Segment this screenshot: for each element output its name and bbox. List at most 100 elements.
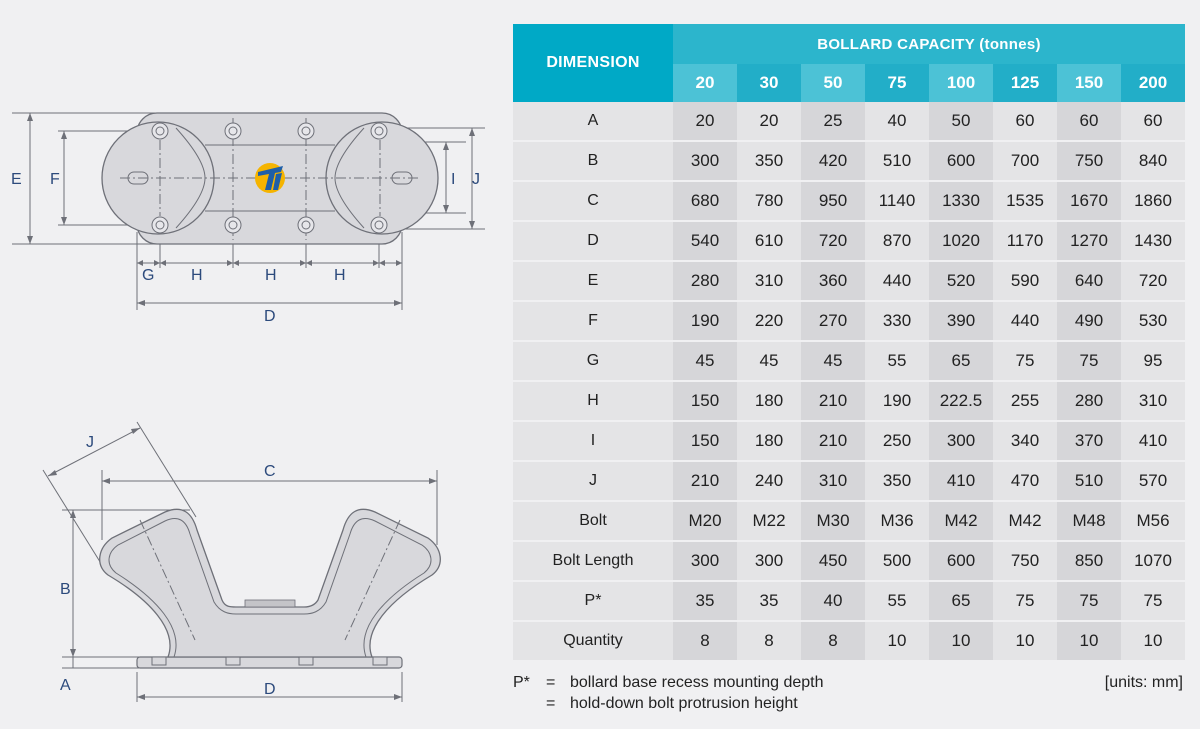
table-cell: 1020 <box>929 220 993 261</box>
note-key: P* <box>513 674 530 691</box>
company-logo-icon <box>255 163 285 193</box>
table-cell: M22 <box>737 500 801 541</box>
table-cell: 300 <box>673 540 737 581</box>
table-cell: M36 <box>865 500 929 541</box>
table-cell: 65 <box>929 580 993 621</box>
table-cell: 300 <box>737 540 801 581</box>
table-cell: 530 <box>1121 300 1185 341</box>
units-note: [units: mm] <box>1104 674 1183 691</box>
row-label: A <box>513 102 673 141</box>
table-cell: 640 <box>1057 260 1121 301</box>
table-cell: 60 <box>1057 102 1121 141</box>
table-cell: 75 <box>993 580 1057 621</box>
table-cell: 10 <box>993 620 1057 660</box>
table-cell: 600 <box>929 540 993 581</box>
table-cell: 210 <box>673 460 737 501</box>
table-cell: 410 <box>929 460 993 501</box>
table-cell: 1430 <box>1121 220 1185 261</box>
notes: P* = bollard base recess mounting depth … <box>513 674 1185 716</box>
table-cell: 950 <box>801 180 865 221</box>
table-cell: 35 <box>673 580 737 621</box>
table-cell: 440 <box>993 300 1057 341</box>
table-cell: 60 <box>993 102 1057 141</box>
row-label: F <box>513 300 673 341</box>
table-cell: 55 <box>865 340 929 381</box>
table-cell: 45 <box>801 340 865 381</box>
table-cell: M30 <box>801 500 865 541</box>
table-cell: 40 <box>865 102 929 141</box>
note-equals-2: = <box>546 695 556 712</box>
label-b: B <box>60 581 71 598</box>
table-cell: 10 <box>865 620 929 660</box>
table-cell: 250 <box>865 420 929 461</box>
table-cell: 1170 <box>993 220 1057 261</box>
table-cell: 210 <box>801 380 865 421</box>
table-cell: 1330 <box>929 180 993 221</box>
label-d-top: D <box>264 308 276 325</box>
table-cell: 75 <box>1121 580 1185 621</box>
row-label: Quantity <box>513 620 673 660</box>
label-f: F <box>50 171 60 188</box>
row-label: C <box>513 180 673 221</box>
table-cell: 35 <box>737 580 801 621</box>
table-cell: 50 <box>929 102 993 141</box>
capacity-col-header: 125 <box>993 64 1057 102</box>
row-label: B <box>513 140 673 181</box>
table-cell: M42 <box>993 500 1057 541</box>
technical-drawings: E F I J G H H H D <box>0 0 500 729</box>
table-cell: 40 <box>801 580 865 621</box>
capacity-header: BOLLARD CAPACITY (tonnes) <box>673 24 1185 64</box>
label-h-1: H <box>191 267 203 284</box>
table-cell: 340 <box>993 420 1057 461</box>
table-cell: 10 <box>1121 620 1185 660</box>
table-cell: 870 <box>865 220 929 261</box>
capacity-col-header: 50 <box>801 64 865 102</box>
table-cell: 450 <box>801 540 865 581</box>
table-cell: 470 <box>993 460 1057 501</box>
table-cell: 190 <box>673 300 737 341</box>
table-cell: 60 <box>1121 102 1185 141</box>
label-h-3: H <box>334 267 346 284</box>
table-cell: 420 <box>801 140 865 181</box>
table-cell: 75 <box>1057 340 1121 381</box>
table-cell: M20 <box>673 500 737 541</box>
table-cell: 240 <box>737 460 801 501</box>
table-cell: 780 <box>737 180 801 221</box>
table-cell: 180 <box>737 380 801 421</box>
label-c: C <box>264 463 276 480</box>
table-cell: 590 <box>993 260 1057 301</box>
table-cell: 310 <box>1121 380 1185 421</box>
table-cell: 150 <box>673 420 737 461</box>
table-cell: 8 <box>801 620 865 660</box>
note-text-1: bollard base recess mounting depth <box>570 674 824 691</box>
label-g: G <box>142 267 154 284</box>
bollard-side-view: C B A D J <box>42 421 441 702</box>
table-cell: 1860 <box>1121 180 1185 221</box>
capacity-col-header: 150 <box>1057 64 1121 102</box>
table-cell: 850 <box>1057 540 1121 581</box>
table-cell: 280 <box>673 260 737 301</box>
label-i: I <box>451 171 455 188</box>
table-cell: 720 <box>1121 260 1185 301</box>
note-line-1: P* = bollard base recess mounting depth … <box>513 674 1185 695</box>
capacity-col-header: 20 <box>673 64 737 102</box>
table-cell: 370 <box>1057 420 1121 461</box>
table-cell: 310 <box>801 460 865 501</box>
table-cell: 360 <box>801 260 865 301</box>
table-cell: 10 <box>1057 620 1121 660</box>
table-cell: 750 <box>993 540 1057 581</box>
label-d-side: D <box>264 681 276 698</box>
table-cell: 440 <box>865 260 929 301</box>
table-cell: 65 <box>929 340 993 381</box>
table-cell: 75 <box>1057 580 1121 621</box>
table-cell: 95 <box>1121 340 1185 381</box>
